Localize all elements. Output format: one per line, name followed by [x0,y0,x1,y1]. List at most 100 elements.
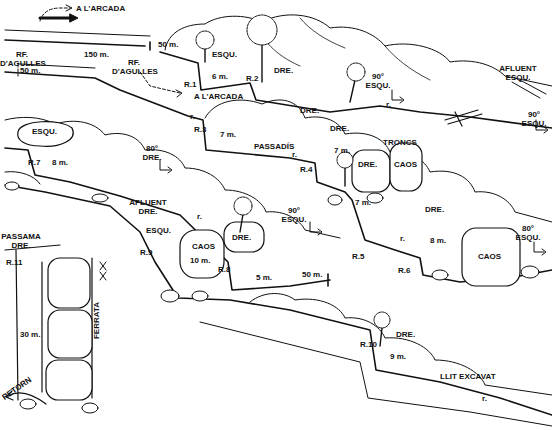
rock [20,399,36,409]
route-arrowhead [66,5,72,11]
topo-label: R.11 [6,258,22,267]
topo-label: 10 m. [190,256,210,265]
topo-label: 80° DRE. [138,144,166,162]
topo-label: r. [197,212,202,221]
topo-label: R.7 [28,158,40,167]
topo-label: R.9 [140,248,152,257]
topo-label: R.6 [398,266,410,275]
topo-label: RF. D'AGULLES [112,58,156,76]
canyon-floor [5,185,552,415]
canyon-wall [5,15,552,86]
anchor-mark [100,262,106,280]
logs [445,110,482,126]
topo-label: ESQU. [212,50,237,59]
trees [196,15,390,346]
route-arrowhead [176,90,182,97]
turn-flag [160,90,546,252]
topo-label: r. [190,112,195,121]
topo-label: DRE. [330,124,349,133]
topo-label: CAOS [192,242,215,251]
topo-label: 5 m. [256,273,272,282]
topo-label: AFLUENT ESQU. [496,64,540,82]
topo-label: r. [292,150,297,159]
topo-label: 50 m. [158,40,178,49]
canyon-wall [5,172,552,426]
topo-label: 9 m. [390,352,406,361]
topo-label: 90° ESQU. [364,72,392,90]
route-arrowhead [70,14,78,22]
rock [92,194,108,202]
topo-label: ESQU. [146,226,171,235]
topo-label: r. [386,100,391,109]
topo-label: DRE. [425,205,444,214]
tree-crown [347,63,365,81]
tree-crown [247,15,277,45]
boulder [46,360,92,400]
topo-label: R.3 [194,125,206,134]
boulder [224,222,264,252]
tree-crown [234,197,252,215]
topo-label: 50 m. [20,66,40,75]
boulder [48,258,90,308]
topo-label: r. [482,394,487,403]
rock [192,291,208,301]
rock [521,266,539,278]
topo-label: 8 m. [430,236,446,245]
topo-label: CAOS [478,252,501,261]
rock [432,270,448,280]
wall-detail [255,18,430,80]
topo-label: R.1 [184,80,196,89]
topo-label: R.10 [360,340,377,349]
topo-label: 7 m. [334,146,350,155]
boulder [48,310,92,358]
topo-label: DRE. [396,330,415,339]
topo-label: FERRATA [92,302,101,339]
topo-label: R.2 [246,74,258,83]
topo-label: TRONCS [383,138,417,147]
tree-crown [374,312,390,328]
small-rocks [5,182,539,413]
topo-label: 80° ESQU. [514,224,542,242]
topo-label: PASSAMA DRE. [0,232,42,250]
topo-label: DRE. [232,233,251,242]
topo-drawing [5,5,552,426]
topo-label: 150 m. [84,50,109,59]
topo-label: A L'ARCADA [194,92,243,101]
topo-label: 90° ESQU. [520,110,548,128]
boulder [180,230,224,278]
boulder [390,143,422,191]
boulder [462,228,520,286]
topo-label: ESQU. [32,127,57,136]
topo-label: RETORN [0,375,33,402]
turn-flag-head [168,97,548,255]
topo-label: DRE. [274,66,293,75]
topo-label: 50 m. [302,270,322,279]
route-bar [40,17,70,20]
topo-label: 8 m. [52,158,68,167]
topo-label: PASSADÍS [254,142,294,151]
rock [328,195,342,205]
vertical-wall [5,245,92,400]
topo-label: DRE. [358,160,377,169]
topo-label: R.4 [300,165,312,174]
topo-label: 30 m. [20,330,40,339]
rock [5,182,19,190]
topo-label: 7 m. [220,130,236,139]
topo-label: CAOS [394,160,417,169]
canyon-wall [5,117,340,238]
topo-label: A L'ARCADA [76,4,125,13]
route-dashed [40,8,70,21]
topo-label: AFLUENT DRE. [126,198,170,216]
topo-label: RF. D'AGULLES [0,50,44,68]
rock [161,290,179,302]
topo-label: DRE. [300,106,319,115]
tributary [512,80,546,98]
tree-trunk [205,44,382,346]
topo-label: R.5 [352,252,364,261]
topo-label: 90° ESQU. [280,206,308,224]
boulder [18,122,73,147]
topo-label: 7 m. [355,198,371,207]
tree-crown [196,31,214,49]
